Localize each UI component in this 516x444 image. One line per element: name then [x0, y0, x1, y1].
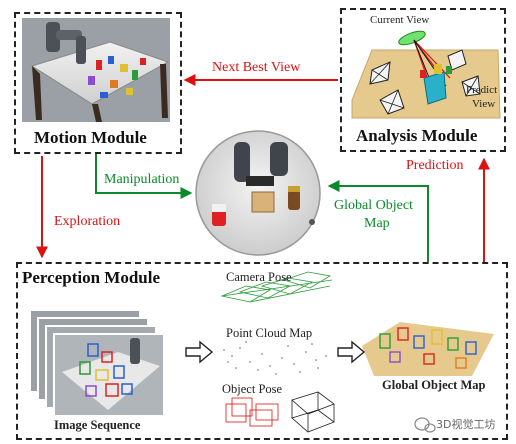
- camera-pose-wireframe: [220, 271, 333, 303]
- flow-arrow-1: [185, 340, 214, 364]
- perception-module-title: Perception Module: [22, 268, 161, 287]
- current-view-label: Current View: [370, 14, 430, 26]
- manipulation-scene-image: [195, 130, 321, 256]
- point-cloud-map-label: Point Cloud Map: [226, 326, 313, 340]
- watermark-text: 3D视觉工坊: [436, 418, 496, 431]
- point-cloud-scatter: [223, 341, 327, 375]
- motion-scene-image: [22, 18, 170, 122]
- perception-module-box: [16, 262, 508, 440]
- global-object-map-arrow: [327, 180, 429, 262]
- current-view-marker: [398, 30, 426, 46]
- predict-view-label-2: View: [472, 98, 496, 110]
- object-pose-label: Object Pose: [222, 382, 283, 396]
- manipulation-label: Manipulation: [104, 172, 180, 187]
- global-object-map-label-2: Map: [364, 216, 390, 231]
- wechat-icon: [414, 417, 436, 433]
- analysis-module-box: [340, 8, 506, 152]
- camera-pose-label: Camera Pose: [226, 270, 292, 284]
- predict-view-label-1: Predict: [466, 84, 498, 96]
- exploration-label: Exploration: [54, 214, 121, 229]
- next-best-view-label: Next Best View: [212, 60, 301, 75]
- image-sequence-label: Image Sequence: [54, 418, 141, 432]
- manipulation-arrow: [95, 152, 193, 199]
- global-object-map-scene: [362, 322, 494, 376]
- image-sequence-stack: [29, 309, 165, 417]
- analysis-module-title: Analysis Module: [356, 126, 478, 145]
- global-object-map-caption: Global Object Map: [382, 378, 486, 392]
- analysis-scene: [351, 30, 501, 119]
- motion-module-title: Motion Module: [34, 128, 147, 147]
- prediction-label: Prediction: [406, 158, 464, 173]
- object-pose-box: [291, 391, 335, 433]
- global-object-map-label-1: Global Object: [334, 198, 413, 213]
- object-pose-wireframe: [225, 397, 279, 427]
- motion-module-box: [14, 12, 182, 154]
- flow-arrow-2: [337, 340, 366, 364]
